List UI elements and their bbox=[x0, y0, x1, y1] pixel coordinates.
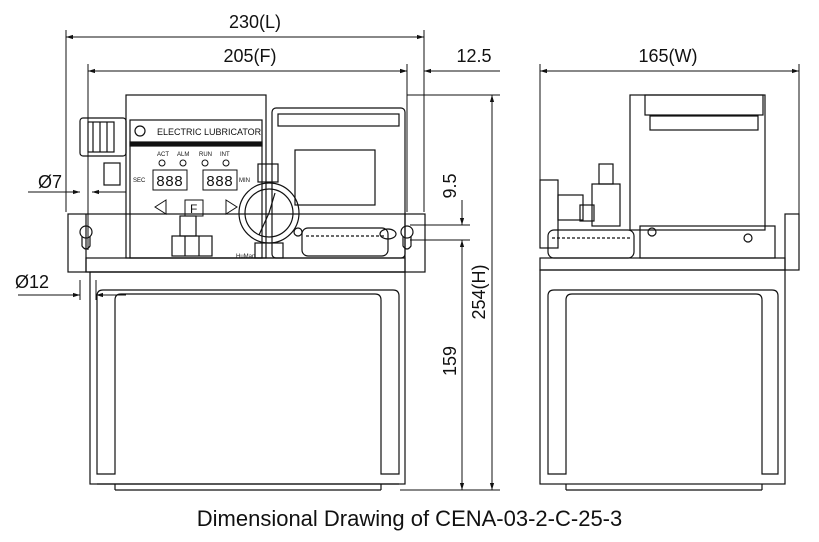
dim-width: 165(W) bbox=[638, 46, 697, 66]
front-view bbox=[67, 94, 426, 491]
dim-tank: 159 bbox=[440, 346, 460, 376]
outlet-fitting bbox=[171, 215, 213, 257]
side-base bbox=[547, 225, 776, 259]
indicator-run: RUN bbox=[199, 152, 212, 158]
dim-front: 205(F) bbox=[223, 46, 276, 66]
filler-cap bbox=[301, 227, 397, 257]
dim-mount: 9.5 bbox=[440, 173, 460, 198]
front-tank bbox=[89, 271, 406, 491]
sec-label: SEC bbox=[133, 178, 146, 184]
indicator-alm: ALM bbox=[177, 152, 189, 158]
panel-title: ELECTRIC LUBRICATOR bbox=[157, 127, 262, 137]
min-label: MIN bbox=[239, 178, 250, 184]
side-fitting bbox=[579, 163, 621, 227]
control-panel: ELECTRIC LUBRICATOR ACT ALM RUN INT SEC … bbox=[133, 125, 262, 260]
cable-gland bbox=[79, 117, 127, 186]
side-gauge bbox=[539, 179, 584, 249]
sec-display: 888 bbox=[156, 174, 183, 191]
drawing-caption: Dimensional Drawing of CENA-03-2-C-25-3 bbox=[196, 506, 623, 531]
dim-height: 254(H) bbox=[469, 264, 489, 319]
min-display: 888 bbox=[206, 174, 233, 191]
side-dimensions bbox=[539, 64, 800, 214]
side-tank bbox=[539, 269, 786, 491]
dim-hole-large: Ø12 bbox=[15, 272, 49, 292]
indicator-act: ACT bbox=[157, 152, 169, 158]
dim-hole-small: Ø7 bbox=[38, 172, 62, 192]
brand-label: HuMan bbox=[236, 254, 255, 260]
front-dimensions bbox=[18, 30, 500, 491]
control-box bbox=[125, 94, 267, 259]
indicator-int: INT bbox=[220, 152, 230, 158]
pressure-gauge bbox=[238, 163, 303, 259]
front-mounting-plate bbox=[67, 213, 426, 273]
dim-length: 230(L) bbox=[229, 12, 281, 32]
dim-offset: 12.5 bbox=[456, 46, 491, 66]
f-key: F bbox=[190, 202, 197, 216]
side-top-plate bbox=[539, 213, 800, 271]
side-motor-housing bbox=[629, 94, 766, 231]
side-view bbox=[539, 94, 800, 491]
